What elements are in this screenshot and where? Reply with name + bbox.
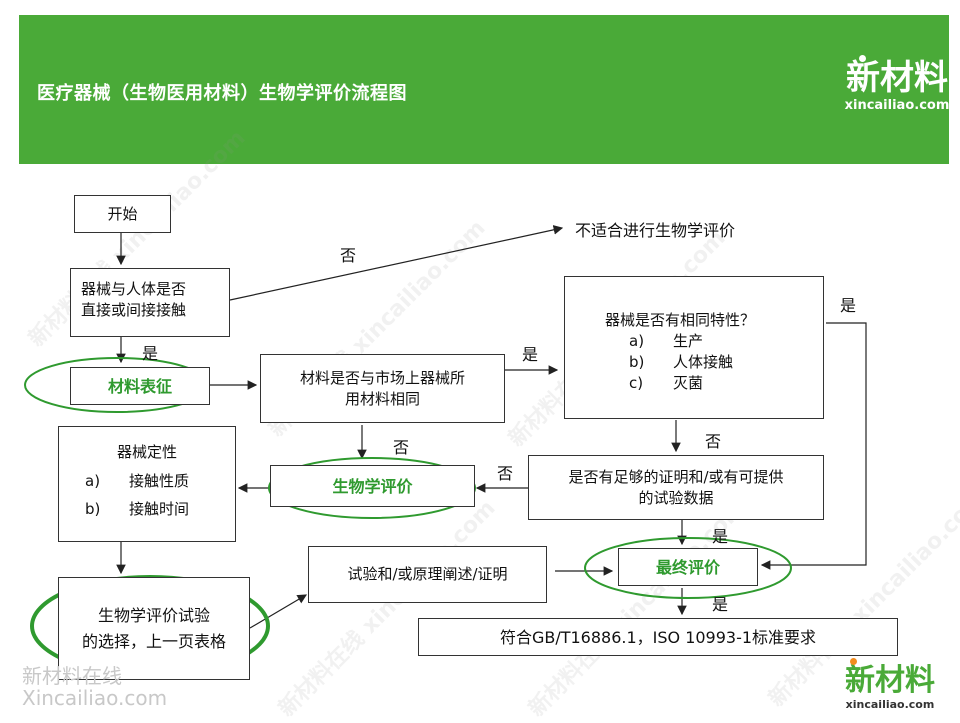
arrow-contact-to-not-suitable [229,225,564,301]
list-item: a) 生产 [629,331,823,352]
page-title: 医疗器械（生物医用材料）生物学评价流程图 [37,83,407,104]
arrow-test-to-reason [249,594,308,629]
node-same-material: 材料是否与市场上器械所 用材料相同 [260,354,505,423]
label-no-same-material: 否 [393,438,410,457]
node-test-reason-label: 试验和/或原理阐述/证明 [347,565,508,583]
node-bio-eval-label: 生物学评价 [332,476,413,496]
list-text: 接触性质 [129,472,190,490]
highlight-ellipse-bioeval [268,457,476,519]
node-same-props-title: 器械是否有相同特性？ [605,311,756,329]
list-text: 灭菌 [673,374,704,392]
header-banner: 医疗器械（生物医用材料）生物学评价流程图 新材料 xincailiao.com [19,15,949,164]
node-classify-title: 器械定性 [116,443,177,461]
logo-dot-icon [850,658,857,665]
node-evidence-line1: 是否有足够的证明和/或有可提供 [568,467,784,486]
node-final-evaluation: 最终评价 [618,548,758,586]
list-item: c) 灭菌 [629,373,823,394]
node-test-select-line1: 生物学评价试验 [97,605,210,625]
list-item: b) 接触时间 [85,499,235,520]
logo-domain: xincailiao.com [845,698,935,711]
corner-watermark-cn: 新材料在线 [22,664,122,688]
list-text: 接触时间 [129,500,190,518]
list-marker: b) [85,500,101,518]
node-same-material-line1: 材料是否与市场上器械所 [299,368,465,387]
node-classify: 器械定性 a) 接触性质 b) 接触时间 [58,426,236,542]
label-yes-contact: 是 [142,344,159,363]
label-no-evidence: 否 [497,464,514,483]
node-same-material-line2: 用材料相同 [344,389,420,408]
label-no-same-props: 否 [705,432,722,451]
node-same-properties: 器械是否有相同特性？ a) 生产 b) 人体接触 c) 灭菌 [564,276,824,419]
node-evidence-line2: 的试验数据 [638,488,714,507]
label-yes-evidence: 是 [712,527,729,546]
list-text: 生产 [673,332,704,350]
list-marker: a) [629,332,645,350]
node-material-characterization: 材料表征 [70,367,210,405]
logo-name: 新材料 [846,58,948,98]
node-contact-line2: 直接或间接接触 [81,301,187,319]
label-yes-final: 是 [712,595,729,614]
node-test-selection: 生物学评价试验 的选择，上一页表格 [58,577,250,680]
logo-name: 新材料 [845,663,935,698]
node-classify-list: a) 接触性质 b) 接触时间 [85,471,235,520]
node-contact: 器械与人体是否 直接或间接接触 [70,268,230,337]
node-not-suitable: 不适合进行生物学评价 [575,221,736,240]
list-item: b) 人体接触 [629,352,823,373]
logo-dot-icon [859,55,866,62]
list-text: 人体接触 [673,353,734,371]
node-final-eval-label: 最终评价 [655,557,720,577]
list-item: a) 接触性质 [85,471,235,492]
logo-domain: xincailiao.com [844,98,950,113]
node-test-or-reason: 试验和/或原理阐述/证明 [308,546,547,603]
highlight-ellipse-final [584,537,792,599]
list-marker: a) [85,472,101,490]
arrow-props-yes-to-final [760,322,867,570]
node-bio-evaluation: 生物学评价 [270,465,475,507]
label-yes-same-props: 是 [840,296,857,315]
node-evidence: 是否有足够的证明和/或有可提供 的试验数据 [528,455,824,520]
corner-watermark-en: Xincailiao.com [22,686,168,710]
brand-logo: 新材料 xincailiao.com [827,55,960,113]
node-test-select-line2: 的选择，上一页表格 [81,631,226,651]
node-contact-line1: 器械与人体是否 [81,280,187,298]
brand-logo-bottom: 新材料 xincailiao.com [828,658,952,711]
list-marker: b) [629,353,645,371]
node-same-props-list: a) 生产 b) 人体接触 c) 灭菌 [629,331,823,394]
label-no-contact: 否 [340,246,357,265]
node-start: 开始 [74,195,171,233]
node-start-label: 开始 [107,204,138,223]
list-marker: c) [629,374,644,392]
label-yes-same-material: 是 [522,345,539,364]
node-material-label: 材料表征 [107,376,172,396]
node-standard-label: 符合GB/T16886.1，ISO 10993-1标准要求 [499,627,817,647]
node-standard: 符合GB/T16886.1，ISO 10993-1标准要求 [418,618,898,656]
